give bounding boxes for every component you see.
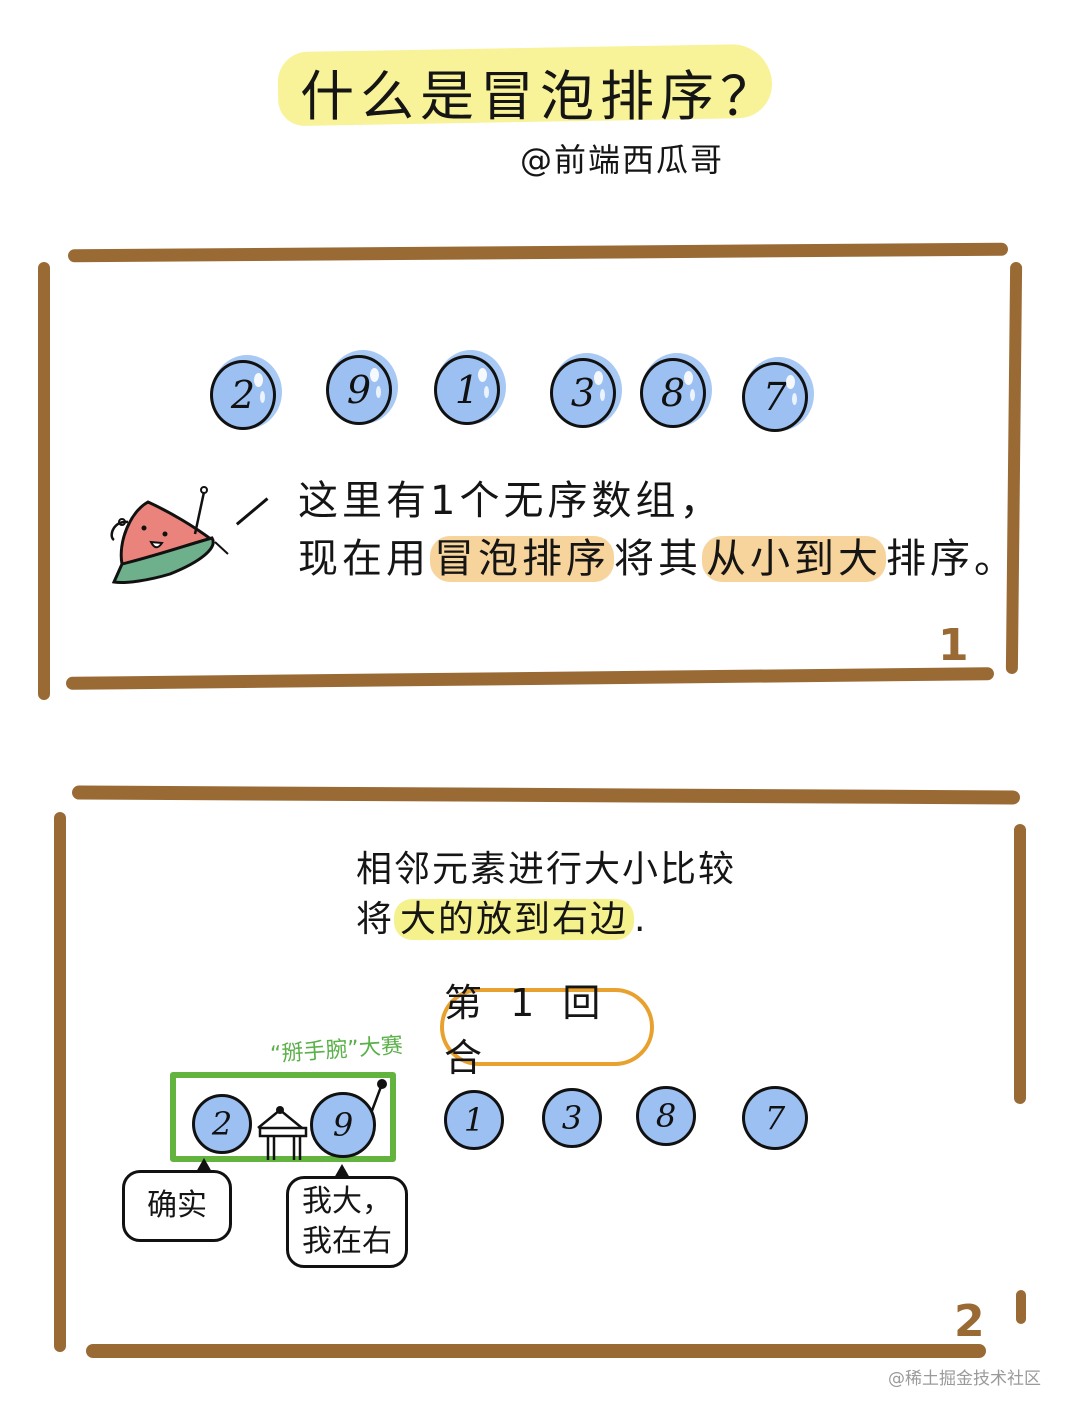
- speech-tail-left: [196, 1158, 212, 1172]
- panel-number-2: 2: [954, 1296, 985, 1347]
- panel-2-top-border: [71, 785, 1021, 805]
- speech-bubble-right: 我大， 我在右: [286, 1176, 408, 1268]
- array-item-bubble: 7: [742, 362, 808, 432]
- array-item-bubble: 2: [210, 360, 276, 430]
- array-item-bubble: 3: [550, 358, 616, 428]
- watermelon-mascot-icon: [110, 486, 229, 584]
- highlight-bubble-sort: 冒泡排序: [430, 536, 614, 582]
- array-item-bubble: 8: [640, 358, 706, 428]
- speech-dash: [235, 497, 269, 526]
- panel-1-caption-line-2: 现在用冒泡排序将其从小到大排序。: [298, 536, 1018, 582]
- round-label-pill: 第 1 回合: [440, 981, 654, 1080]
- panel-2-caption-line-1: 相邻元素进行大小比较: [356, 849, 737, 890]
- panel-number-1: 1: [938, 620, 969, 671]
- highlight-larger-to-right: 大的放到右边: [394, 899, 635, 940]
- watermark: @稀土掘金技术社区: [888, 1369, 1041, 1389]
- array-item-bubble: 3: [542, 1088, 602, 1148]
- panel-1-caption-line-1: 这里有1个无序数组，: [298, 478, 724, 524]
- author-handle: @前端西瓜哥: [520, 141, 725, 179]
- panel-2-caption-line-2: 将大的放到右边.: [356, 899, 648, 940]
- panel-1-right-border: [1005, 261, 1023, 675]
- panel-2-left-border: [54, 812, 66, 1352]
- highlight-small-to-large: 从小到大: [702, 536, 886, 582]
- array-item-bubble: 7: [742, 1086, 808, 1150]
- panel-1-bottom-border: [65, 667, 995, 690]
- arm-wrestling-table-icon: [257, 1106, 308, 1160]
- speech-tail-right: [334, 1164, 350, 1178]
- panel-2-bottom-border: [86, 1344, 986, 1358]
- comparison-box: [170, 1072, 396, 1162]
- compare-right-bubble: 9: [310, 1092, 376, 1158]
- page-title: 什么是冒泡排序？: [300, 65, 780, 128]
- array-item-bubble: 1: [434, 355, 500, 425]
- panel-2-right-border-lower: [1016, 1290, 1026, 1324]
- array-item-bubble: 8: [636, 1086, 696, 1146]
- array-item-bubble: 1: [444, 1090, 504, 1150]
- arm-wrestling-label: “掰手腕”大赛: [269, 1033, 404, 1068]
- array-item-bubble: 9: [326, 355, 392, 425]
- panel-2-right-border: [1014, 824, 1026, 1104]
- panel-1-top-border: [67, 242, 1009, 263]
- panel-1-left-border: [38, 262, 50, 700]
- compare-left-bubble: 2: [192, 1094, 252, 1154]
- speech-bubble-left: 确实: [122, 1170, 232, 1242]
